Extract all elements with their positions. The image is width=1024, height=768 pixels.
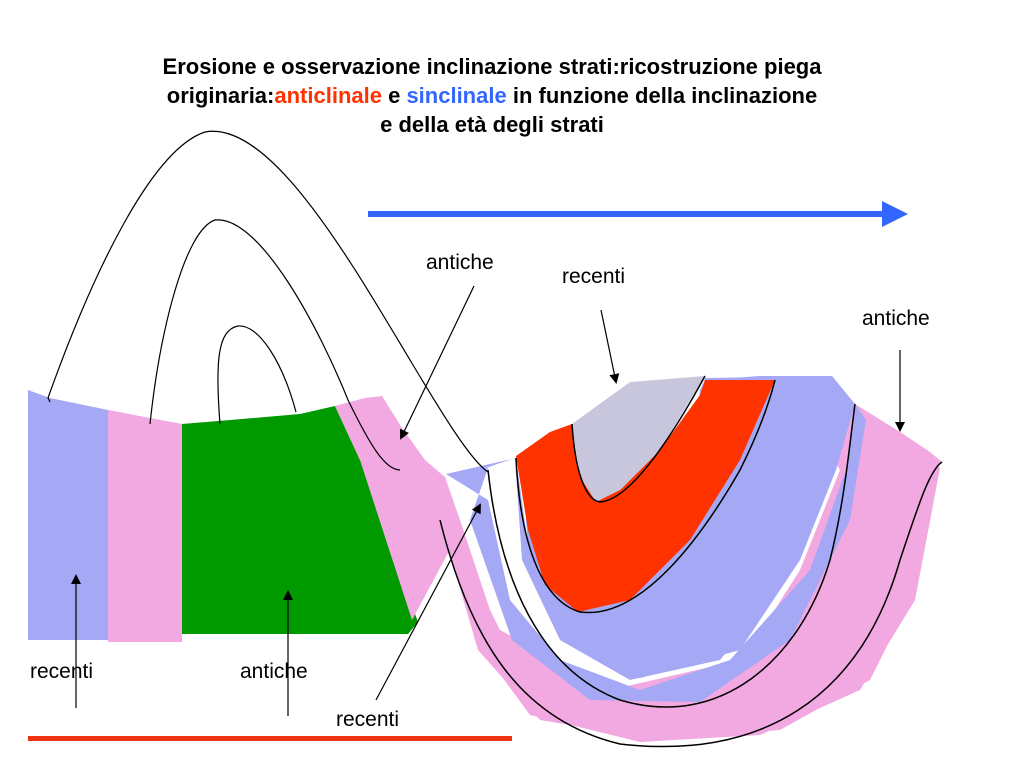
pointer-recenti-top	[600, 309, 620, 384]
title-line-2-prefix: originaria:	[166, 83, 275, 108]
label-antiche-bottom: antiche	[240, 660, 308, 683]
syncline-pink-fill	[335, 396, 940, 742]
title-sinclinale: sinclinale	[406, 83, 507, 108]
diagram-title: Erosione e osservazione inclinazione str…	[80, 52, 904, 139]
left-lavender-layer	[28, 390, 108, 640]
pointer-antiche-top	[399, 285, 475, 440]
central-green-layer	[182, 406, 418, 634]
label-recenti-left: recenti	[30, 660, 94, 683]
anticline-outline-middle	[149, 219, 401, 471]
label-antiche-right: antiche	[862, 307, 930, 330]
title-line-1: Erosione e osservazione inclinazione str…	[162, 54, 822, 79]
title-line-2-suffix: in funzione della inclinazione	[506, 83, 818, 108]
left-pink-layer	[108, 410, 182, 642]
syncline-boundary-4	[571, 375, 706, 503]
syncline-boundary-3	[515, 379, 776, 614]
direction-arrow-head	[882, 201, 908, 227]
title-conjunction: e	[381, 83, 407, 108]
syncline-red-layer	[516, 380, 775, 612]
title-anticlinale: anticlinale	[274, 83, 382, 108]
base-red-bar	[28, 736, 512, 741]
anticline-outline-outer	[47, 130, 489, 473]
syncline-lavender-fill	[446, 376, 866, 702]
syncline-grey-core	[572, 376, 705, 502]
syncline-boundary-outer	[439, 461, 943, 748]
title-line-3: e della età degli strati	[380, 112, 604, 137]
title-line-2: originaria:anticlinale e sinclinale in f…	[80, 81, 904, 110]
label-recenti-top: recenti	[562, 265, 626, 288]
label-recenti-bottom: recenti	[336, 708, 400, 731]
label-antiche-top: antiche	[426, 251, 494, 274]
pointer-recenti-bottom	[375, 503, 481, 701]
syncline-boundary-2	[487, 403, 856, 708]
anticline-outline-inner	[217, 325, 297, 425]
